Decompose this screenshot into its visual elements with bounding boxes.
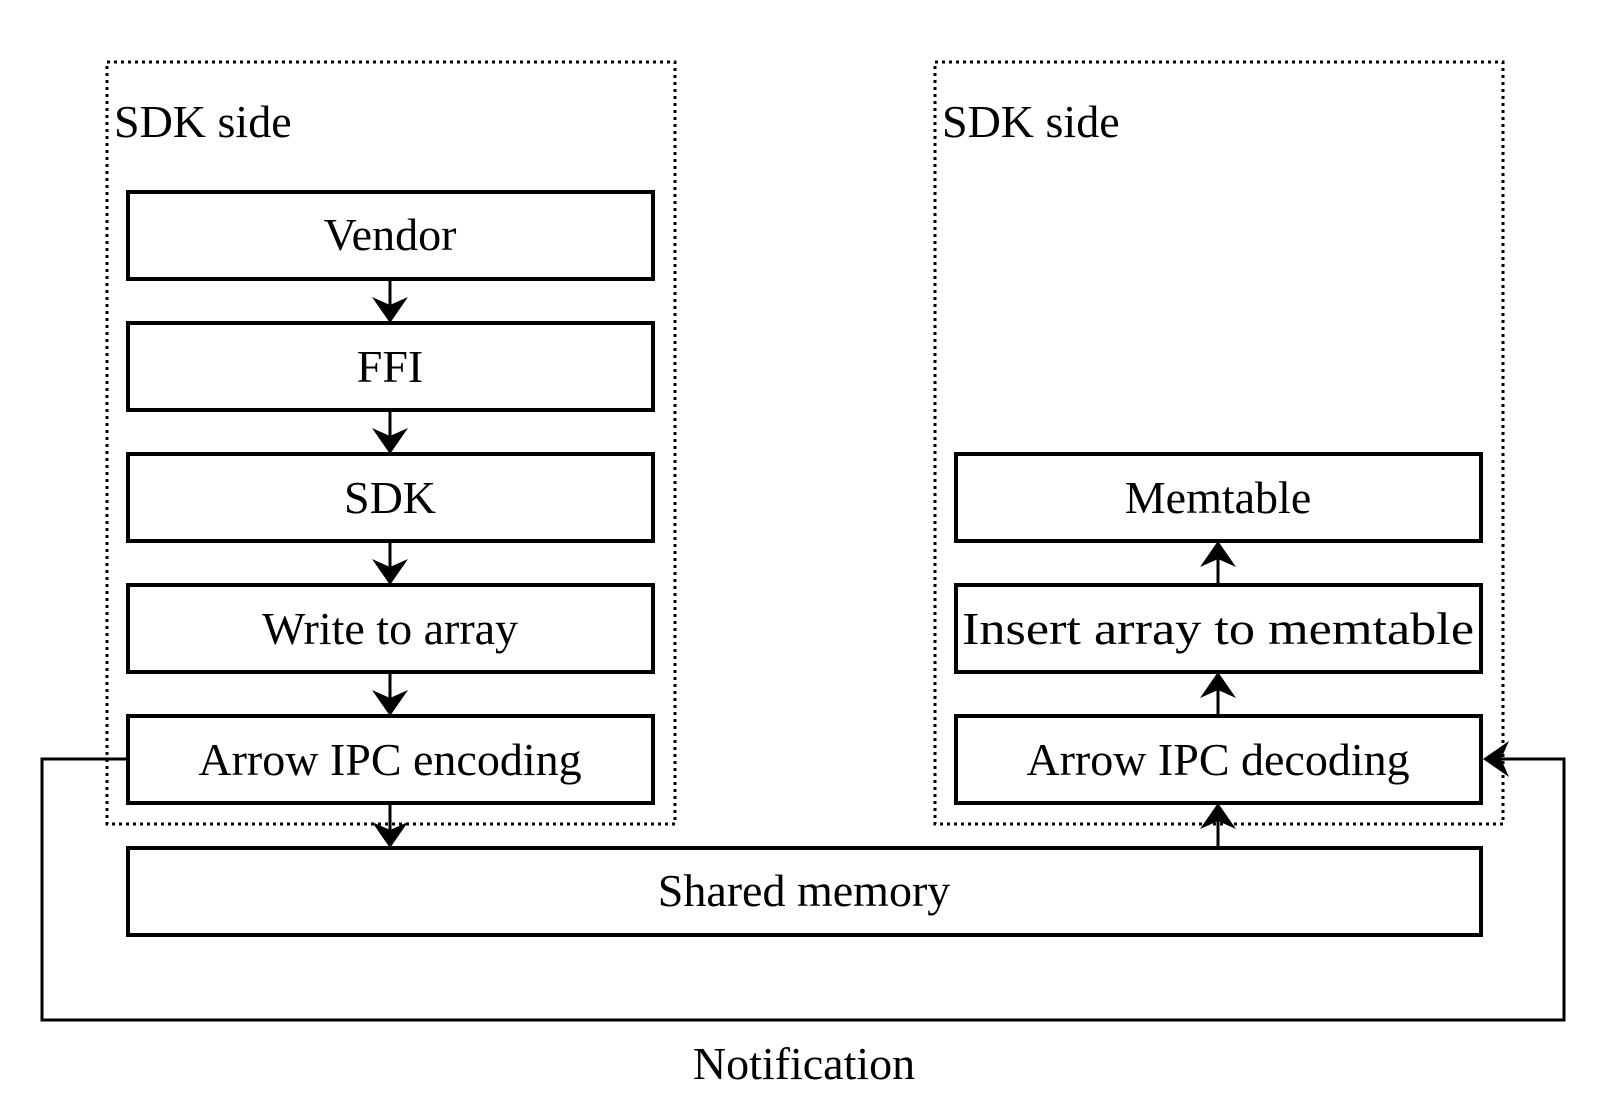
- arrow-insert-to-memtable: [1200, 541, 1236, 585]
- notification-edge: [40, 741, 1566, 1022]
- notification-label: Notification: [693, 1038, 915, 1089]
- insert-array-to-memtable-box: [954, 583, 1483, 674]
- shared-memory-box: [126, 846, 1483, 937]
- arrow-ipc-encoding-label: Arrow IPC encoding: [198, 734, 581, 785]
- vendor-label: Vendor: [324, 209, 457, 260]
- right-group-label: SDK side: [942, 96, 1120, 147]
- arrow-vendor-to-ffi: [372, 279, 408, 323]
- shared-memory-label: Shared memory: [658, 865, 951, 916]
- arrow-decoding-to-insert: [1200, 672, 1236, 716]
- write-to-array-label: Write to array: [262, 603, 518, 654]
- arrow-shared-memory-to-decoding: [1200, 803, 1236, 848]
- memtable-box: [954, 452, 1483, 543]
- insert-array-to-memtable-label: Insert array to memtable: [962, 603, 1474, 654]
- write-to-array-box: [126, 583, 655, 674]
- arrow-ipc-decoding-box: [954, 714, 1483, 805]
- arrow-encoding-to-shared-memory: [372, 803, 408, 848]
- sdk-label: SDK: [344, 472, 436, 523]
- vendor-box: [126, 190, 655, 281]
- arrow-ipc-decoding-label: Arrow IPC decoding: [1026, 734, 1409, 785]
- arrow-ffi-to-sdk: [372, 410, 408, 454]
- ffi-box: [126, 321, 655, 412]
- left-group-label: SDK side: [114, 96, 292, 147]
- memtable-label: Memtable: [1125, 472, 1312, 523]
- arrow-write-to-encoding: [372, 672, 408, 716]
- ffi-label: FFI: [357, 341, 423, 392]
- arrow-sdk-to-write: [372, 541, 408, 585]
